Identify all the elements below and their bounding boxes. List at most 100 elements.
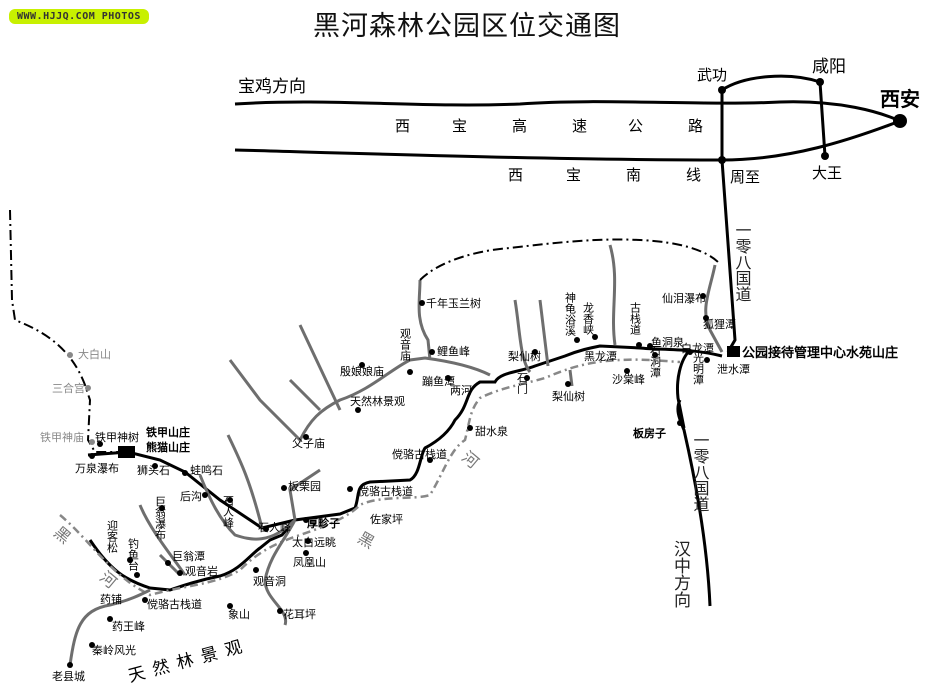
spot-label: 光明潭 (692, 351, 705, 385)
spot-label: 巨翁潭 (172, 549, 205, 563)
spot-dot (263, 526, 269, 532)
spot-dot (565, 381, 571, 387)
road-wugong-xianyang (720, 74, 827, 160)
spot-label: 铁甲神庙 (40, 430, 84, 444)
spot-label: 狐狸潭 (703, 317, 736, 331)
spot-dot (89, 453, 95, 459)
scenic-spot: 傥骆古栈道 (142, 597, 202, 611)
spot-label: 熊猫山庄 (146, 440, 190, 454)
scenic-spots: 大白山三合宫铁甲神庙铁甲神树铁甲山庄熊猫山庄万泉瀑布狮头石蛙鸣石后沟石人峰板栗园… (40, 291, 898, 686)
scenic-spot: 观音庙 (399, 328, 413, 375)
hanzhong-direction-label: 汉中方向 (670, 540, 691, 608)
scenic-spot: 药王峰 (107, 616, 145, 633)
xian-dot (893, 114, 907, 128)
scenic-spot: 铁甲山庄 (146, 425, 190, 439)
black-river (59, 358, 681, 597)
spot-label: 迎客松 (106, 520, 119, 553)
scenic-spot: 泄水潭 (717, 363, 750, 376)
spot-label: 厚畛子 (307, 516, 340, 530)
wugong-label: 武功 (697, 66, 727, 84)
scenic-spot: 巨翁瀑布 (154, 496, 167, 541)
road-name-char: 西 (395, 117, 410, 135)
spot-dot (652, 352, 658, 358)
spot-label: 天然林景观 (126, 635, 252, 686)
spot-label: 千年玉兰树 (426, 296, 481, 310)
scenic-spot: 狐狸潭 (703, 315, 736, 331)
scenic-spot: 龙香峡 (582, 302, 598, 340)
scenic-spot: 太白远眺 (292, 535, 336, 549)
south-line-label: 西宝南线 (508, 166, 701, 184)
watermark: WWW.HJJQ.COM PHOTOS (9, 9, 149, 24)
spot-label: 铁甲神树 (95, 430, 139, 444)
spot-dot (303, 434, 309, 440)
scenic-spot: 父子庙 (292, 434, 325, 450)
scenic-spot: 花耳坪 (277, 608, 316, 621)
scenic-spot: 石门 (516, 372, 530, 395)
spot-label: 象山 (228, 608, 250, 621)
river-label-hei-1: 黑 (50, 523, 74, 548)
scenic-spot: 鱼洞泉 (647, 335, 684, 349)
dawang-dot (821, 152, 829, 160)
national-road-south-label: 一零八国道 (691, 432, 710, 512)
spot-label: 狮头石 (137, 464, 170, 477)
scenic-spot: 象山 (227, 603, 250, 621)
scenic-spot: 蛙鸣石 (182, 463, 223, 477)
tiejia-villa-marker (118, 446, 135, 458)
spot-label: 花耳坪 (283, 608, 316, 621)
spot-label: 秦岭风光 (92, 643, 136, 657)
spot-dot (142, 597, 148, 603)
spot-dot (227, 497, 233, 503)
spot-label: 巨翁瀑布 (154, 496, 167, 541)
scenic-spot: 凤凰山 (293, 550, 326, 569)
spot-dot (303, 550, 309, 556)
spot-label: 公园接待管理中心水苑山庄 (742, 345, 898, 361)
xian-label: 西安 (880, 87, 920, 111)
river-label-he-2: 河 (458, 447, 482, 472)
spot-dot (429, 349, 435, 355)
spot-label: 观音岩 (185, 564, 218, 578)
spot-dot (85, 385, 91, 391)
scenic-spot: 公园接待管理中心水苑山庄 (742, 345, 898, 361)
spot-dot (182, 470, 188, 476)
road-name-char: 西 (508, 166, 523, 184)
scenic-spot: 熊猫山庄 (146, 440, 190, 454)
spot-dot (427, 457, 433, 463)
spot-dot (253, 567, 259, 573)
scenic-spot: 观音岩 (177, 564, 218, 578)
spot-label: 古栈道 (629, 302, 642, 335)
spot-label: 太白远眺 (292, 535, 336, 549)
spot-label: 梨仙树 (508, 349, 541, 363)
scenic-spot: 蹦鱼潭 (422, 374, 455, 388)
scenic-spot: 光明潭 (692, 351, 710, 385)
reception-center-marker (727, 346, 740, 357)
spot-dot (227, 603, 233, 609)
spot-label: 沙棠峰 (612, 373, 645, 386)
spot-dot (647, 343, 653, 349)
spot-label: 药王峰 (112, 620, 145, 633)
spot-label: 石人峰 (222, 495, 235, 528)
scenic-spot: 天然林景观 (350, 394, 405, 413)
xianyang-dot (816, 78, 824, 86)
scenic-spot: 梨仙树 (508, 349, 541, 363)
scenic-spot: 天然林景观 (126, 635, 252, 686)
spot-dot (152, 463, 158, 469)
spot-dot (574, 337, 580, 343)
spot-dot (303, 517, 309, 523)
scenic-spot: 沙棠峰 (612, 368, 645, 386)
spot-label: 后沟 (180, 490, 202, 503)
road-name-char: 高 (512, 117, 527, 135)
scenic-spot: 殷娘娘庙 (340, 362, 384, 378)
spot-dot (67, 662, 73, 668)
scenic-spot: 后沟 (180, 490, 208, 503)
trail-network (68, 244, 724, 666)
spot-dot (347, 486, 353, 492)
river-label-hei-2: 黑 (354, 528, 377, 552)
spot-label: 龙香峡 (582, 302, 595, 335)
wugong-dot (718, 86, 726, 94)
scenic-spot: 万泉瀑布 (75, 453, 119, 475)
spot-dot (277, 608, 283, 614)
spot-label: 蹦鱼潭 (422, 374, 455, 388)
zhouzhi-label: 周至 (730, 168, 760, 186)
spot-dot (89, 642, 95, 648)
